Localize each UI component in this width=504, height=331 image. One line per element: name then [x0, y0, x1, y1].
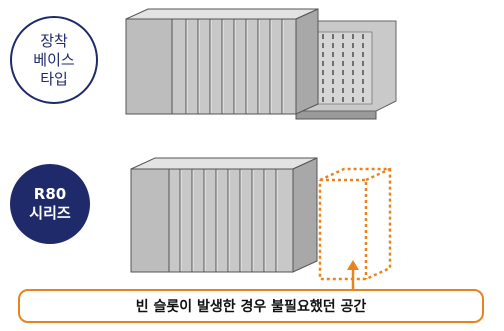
r80-module-dividers	[179, 169, 277, 272]
module-block-top	[125, 8, 319, 20]
unused-space-callout: 빈 슬롯이 발생한 경우 불필요했던 공간	[18, 289, 484, 323]
badge-line-3: 타입	[40, 69, 68, 88]
callout-arrow	[347, 260, 359, 291]
power-module	[125, 18, 173, 115]
r80-power-module	[130, 168, 170, 273]
badge-line-1: R80	[33, 185, 67, 203]
r80-block-top	[130, 157, 318, 170]
r80-block-side	[292, 157, 318, 273]
badge-line-2: 시리즈	[29, 204, 71, 222]
r80-series-badge: R80 시리즈	[10, 164, 90, 244]
r80-series-plc	[130, 157, 318, 273]
module-dividers	[185, 19, 283, 114]
mount-base-type-badge: 장착 베이스 타입	[10, 16, 98, 104]
base-mount-plc	[125, 8, 397, 120]
badge-line-2: 베이스	[33, 50, 75, 69]
base-plate-front	[295, 110, 377, 120]
unused-space-outline	[318, 167, 392, 281]
module-block-side	[295, 8, 319, 115]
callout-text: 빈 슬롯이 발생한 경우 불필요했던 공간	[135, 299, 367, 315]
badge-line-1: 장착	[40, 31, 68, 50]
